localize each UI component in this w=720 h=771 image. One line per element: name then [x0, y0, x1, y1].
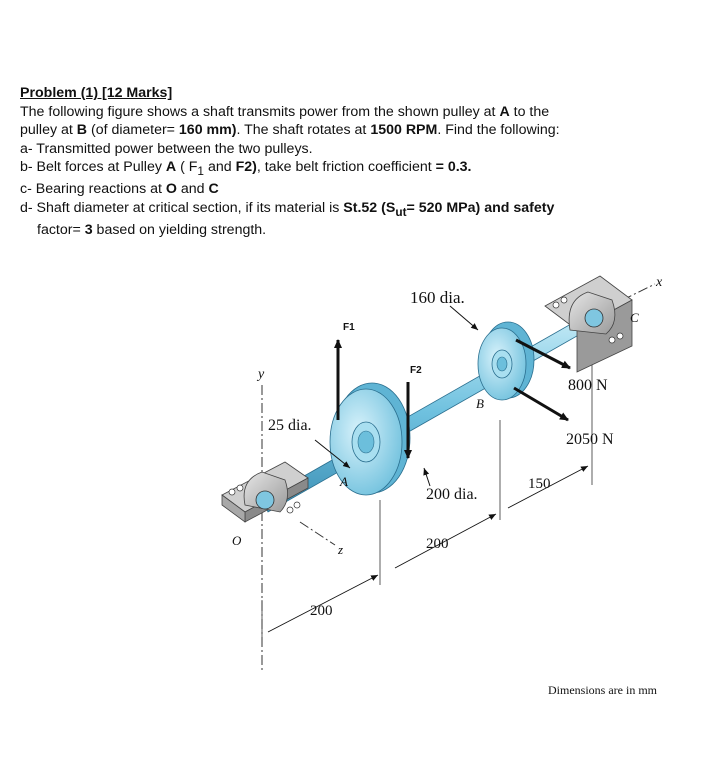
label-160dia: 160 dia.: [410, 288, 465, 307]
item-text: ( F: [176, 159, 198, 175]
intro-text: to the: [509, 103, 550, 120]
item-a: a- Transmitted power between the two pul…: [20, 140, 313, 157]
item-text: and safety: [480, 199, 555, 216]
rpm-value: 1500 RPM: [370, 122, 438, 138]
leader-160dia: [449, 305, 479, 331]
pulley-a-ref: A: [165, 159, 177, 175]
bearing-c: [544, 275, 633, 373]
item-text: d- Shaft diameter at critical section, i…: [20, 199, 344, 216]
item-text: based on yielding strength.: [92, 222, 267, 239]
pulley-a-ref: A: [499, 103, 510, 120]
pulley-b-ref: B: [76, 122, 88, 138]
label-25dia: 25 dia.: [268, 417, 312, 434]
item-text: b- Belt forces at Pulley: [20, 159, 166, 175]
leader-25dia: [314, 439, 351, 469]
pulley-b: [477, 321, 535, 401]
label-200-bottom: 200: [310, 603, 333, 619]
bearing-o-ref: O: [165, 181, 177, 198]
intro-text: . Find the following:: [437, 122, 560, 138]
subscript: ut: [395, 204, 407, 219]
label-x: x: [655, 275, 663, 290]
item-text: factor=: [37, 222, 85, 239]
label-f2: F2: [410, 365, 422, 376]
pulley-a: [329, 382, 411, 496]
subscript: 1: [197, 163, 205, 178]
z-axis: [299, 521, 336, 546]
dimensions-note: Dimensions are in mm: [548, 683, 658, 697]
label-y: y: [256, 367, 265, 382]
material-ref: St.52: [343, 199, 378, 216]
item-text: =: [406, 199, 419, 216]
friction-value: = 0.3.: [435, 159, 472, 175]
item-d-cont: factor= 3 based on yielding strength.: [20, 221, 700, 240]
dim-line-200-mid: [394, 513, 497, 569]
problem-statement: Problem (1) [12 Marks] The following fig…: [20, 84, 700, 240]
problem-title: Problem (1) [12 Marks]: [20, 85, 173, 101]
bearing-c-ref: C: [208, 181, 219, 198]
label-2050n: 2050 N: [566, 431, 614, 448]
label-c: C: [630, 310, 639, 325]
diameter-value: 160 mm): [178, 122, 237, 138]
dim-line-200-bottom: [267, 574, 379, 633]
item-b: b- Belt forces at Pulley A ( F1 and F2),…: [20, 158, 700, 180]
shaft-figure: 160 dia. x C F1 F2 y 800 N B 25 dia. 205…: [221, 275, 663, 697]
intro-text: (of diameter=: [87, 122, 179, 138]
item-text: (S: [377, 199, 396, 216]
label-200-mid: 200: [426, 536, 449, 552]
dim-line-150: [507, 465, 589, 509]
safety-factor-value: 3: [84, 222, 93, 239]
intro-line-2: pulley at B (of diameter= 160 mm). The s…: [20, 121, 700, 140]
strength-value: 520 MPa): [418, 199, 481, 216]
intro-text: The following figure shows a shaft trans…: [20, 103, 500, 120]
item-text: , take belt friction coefficient: [256, 159, 436, 175]
item-text: and: [176, 181, 209, 198]
label-200dia: 200 dia.: [426, 486, 478, 503]
leader-200dia: [423, 467, 431, 487]
label-o: O: [232, 533, 242, 548]
bearing-o: [221, 461, 309, 523]
item-text: c- Bearing reactions at: [20, 181, 166, 198]
item-text: and: [204, 159, 236, 175]
intro-line-1: The following figure shows a shaft trans…: [20, 103, 700, 122]
intro-text: . The shaft rotates at: [236, 122, 371, 138]
label-f1: F1: [343, 322, 355, 333]
item-d: d- Shaft diameter at critical section, i…: [20, 199, 700, 221]
label-z: z: [337, 542, 343, 557]
label-b: B: [476, 396, 484, 411]
force-f2-ref: F2): [235, 159, 257, 175]
label-800n: 800 N: [568, 377, 608, 394]
force-2050n-arrow: [513, 386, 569, 422]
intro-text: pulley at: [20, 122, 77, 138]
item-c: c- Bearing reactions at O and C: [20, 180, 700, 199]
label-150: 150: [528, 476, 551, 492]
force-800n-arrow: [515, 338, 571, 370]
label-a: A: [339, 474, 348, 489]
